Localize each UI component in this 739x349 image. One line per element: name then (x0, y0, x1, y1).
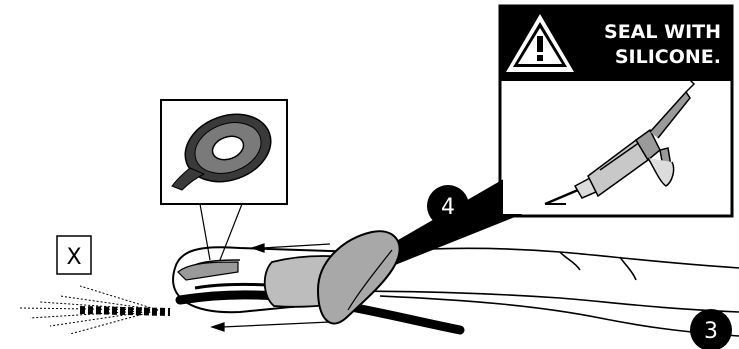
step-3-number: 3 (704, 319, 718, 344)
step-3-badge: 3 (690, 309, 732, 349)
cable-stub (79, 306, 171, 316)
marker-x: X (56, 235, 92, 275)
caulking-gun-icon (544, 79, 696, 206)
tape-wrap (177, 261, 239, 281)
marker-x-label: X (66, 245, 81, 270)
step-4-badge: 4 (427, 185, 469, 227)
grommet (316, 230, 401, 325)
warning-line-2: SILICONE. (615, 46, 721, 68)
warning-triangle-icon (506, 14, 574, 72)
direction-arrows (210, 243, 331, 332)
tape-roll-icon (171, 113, 272, 191)
tape-panel (160, 99, 288, 261)
silicone-panel: SEAL WITH SILICONE. (498, 4, 734, 218)
step-4-number: 4 (441, 195, 455, 220)
warning-line-1: SEAL WITH (604, 21, 721, 43)
